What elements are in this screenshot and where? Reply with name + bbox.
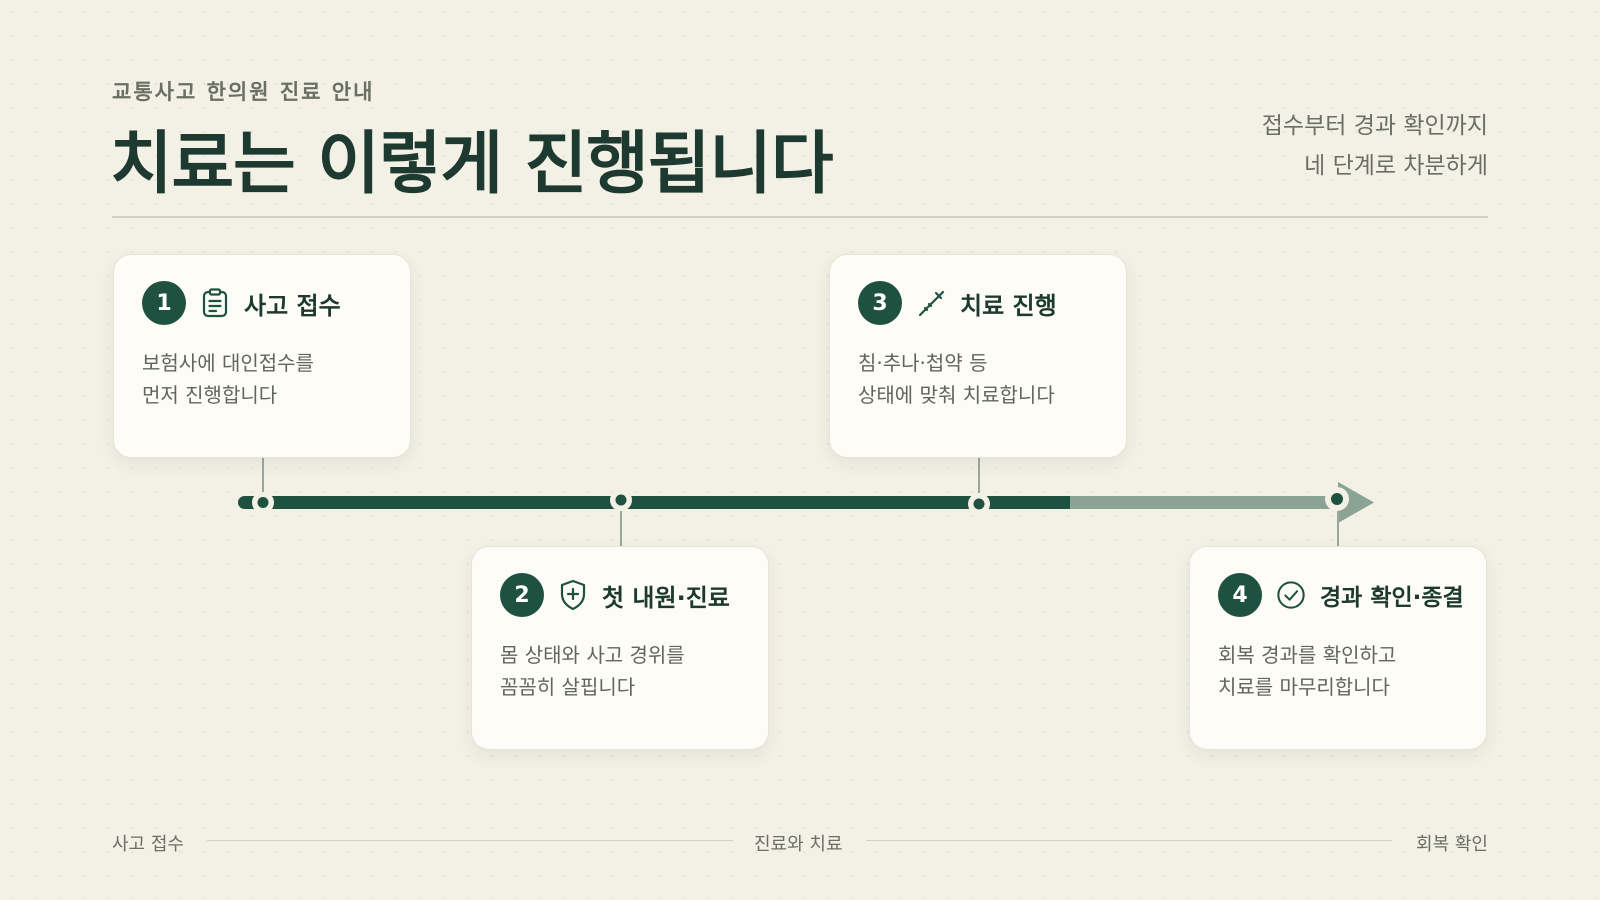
eyebrow-label: 교통사고 한의원 진료 안내: [112, 80, 375, 104]
footer-line-left: [207, 840, 733, 841]
step-description-line-1: 침·추나·첩약 등: [858, 351, 988, 375]
clipboard-icon: [200, 288, 230, 318]
step-description-line-2: 꼼꼼히 살핍니다: [500, 675, 636, 699]
step-description-line-1: 회복 경과를 확인하고: [1218, 643, 1397, 667]
subtitle: 접수부터 경과 확인까지 네 단계로 차분하게: [1262, 106, 1488, 186]
step-number-badge: 2: [500, 573, 544, 617]
timeline-node-1: [252, 491, 274, 514]
step-card-4: 4 경과 확인·종결 회복 경과를 확인하고 치료를 마무리합니다: [1189, 546, 1487, 750]
step-card-3: 3 치료 진행 침·추나·첩약 등 상태에 맞춰 치료합니다: [829, 254, 1127, 458]
step-title: 치료 진행: [960, 291, 1057, 320]
shield-plus-icon: [558, 579, 588, 611]
timeline-track-muted: [1040, 496, 1340, 509]
connector-1: [262, 458, 264, 492]
step-title: 첫 내원·진료: [602, 583, 730, 612]
step-description-line-2: 치료를 마무리합니다: [1218, 675, 1390, 699]
step-card-2: 2 첫 내원·진료 몸 상태와 사고 경위를 꼼꼼히 살핍니다: [471, 546, 769, 750]
step-description-line-1: 보험사에 대인접수를: [142, 351, 314, 375]
footer-label-center: 진료와 치료: [754, 834, 843, 855]
timeline-node-4: [1325, 487, 1349, 511]
timeline-track-progress: [238, 496, 1070, 509]
step-number-badge: 1: [142, 281, 186, 325]
step-description-line-2: 먼저 진행합니다: [142, 383, 278, 407]
step-number-badge: 4: [1218, 573, 1262, 617]
connector-4: [1337, 511, 1339, 546]
step-description: 침·추나·첩약 등 상태에 맞춰 치료합니다: [858, 347, 1126, 411]
subtitle-line-1: 접수부터 경과 확인까지: [1261, 113, 1488, 139]
footer-label-right: 회복 확인: [1416, 834, 1488, 855]
connector-3: [978, 458, 980, 493]
subtitle-line-2: 네 단계로 차분하게: [1304, 153, 1488, 179]
step-number-badge: 3: [858, 281, 902, 325]
step-description-line-2: 상태에 맞춰 치료합니다: [858, 383, 1055, 407]
check-circle-icon: [1276, 580, 1306, 610]
step-description: 보험사에 대인접수를 먼저 진행합니다: [142, 347, 410, 411]
timeline-node-2: [610, 489, 632, 511]
needle-icon: [916, 288, 946, 318]
connector-2: [620, 511, 622, 546]
timeline-arrowhead: [1338, 482, 1374, 523]
step-description: 회복 경과를 확인하고 치료를 마무리합니다: [1218, 639, 1486, 703]
step-description-line-1: 몸 상태와 사고 경위를: [500, 643, 685, 667]
footer-label-left: 사고 접수: [112, 834, 184, 855]
step-card-1: 1 사고 접수 보험사에 대인접수를 먼저 진행합니다: [113, 254, 411, 458]
step-description: 몸 상태와 사고 경위를 꼼꼼히 살핍니다: [500, 639, 768, 703]
step-title: 경과 확인·종결: [1320, 585, 1464, 611]
timeline-node-3: [968, 493, 990, 515]
footer-line-right: [866, 840, 1392, 841]
step-title: 사고 접수: [244, 291, 341, 320]
header-divider: [112, 216, 1488, 218]
page-title: 치료는 이렇게 진행됩니다: [110, 125, 834, 204]
